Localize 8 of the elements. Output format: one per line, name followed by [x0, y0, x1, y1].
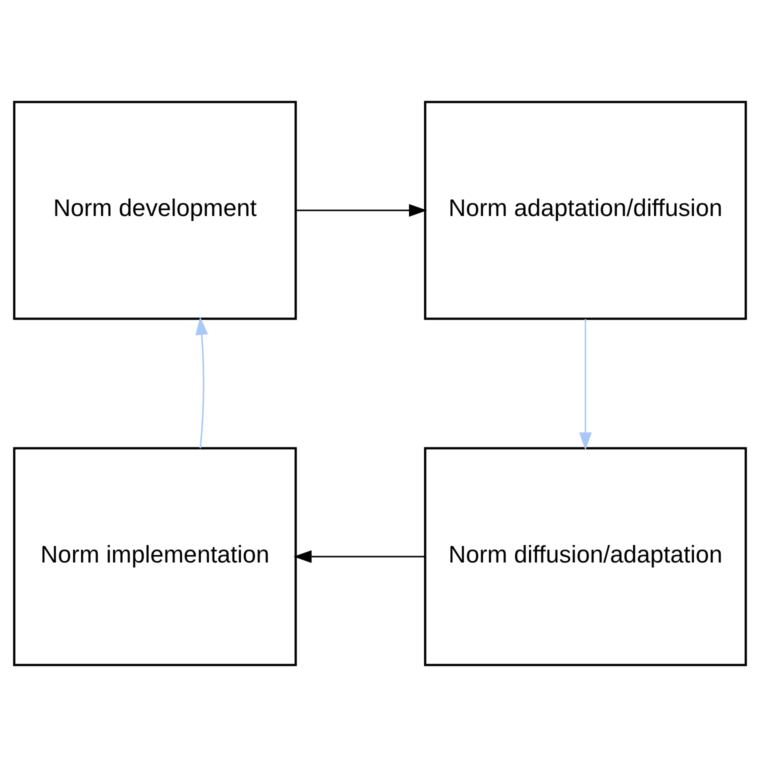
node-box: Norm diffusion/adaptation — [424, 447, 747, 666]
arrow — [294, 550, 425, 563]
arrow — [579, 319, 592, 450]
node-box: Norm implementation — [13, 447, 297, 666]
node-box: Norm development — [13, 100, 297, 320]
arrow — [296, 204, 428, 217]
node-box: Norm adaptation/diffusion — [424, 100, 747, 320]
arrow — [195, 316, 208, 448]
